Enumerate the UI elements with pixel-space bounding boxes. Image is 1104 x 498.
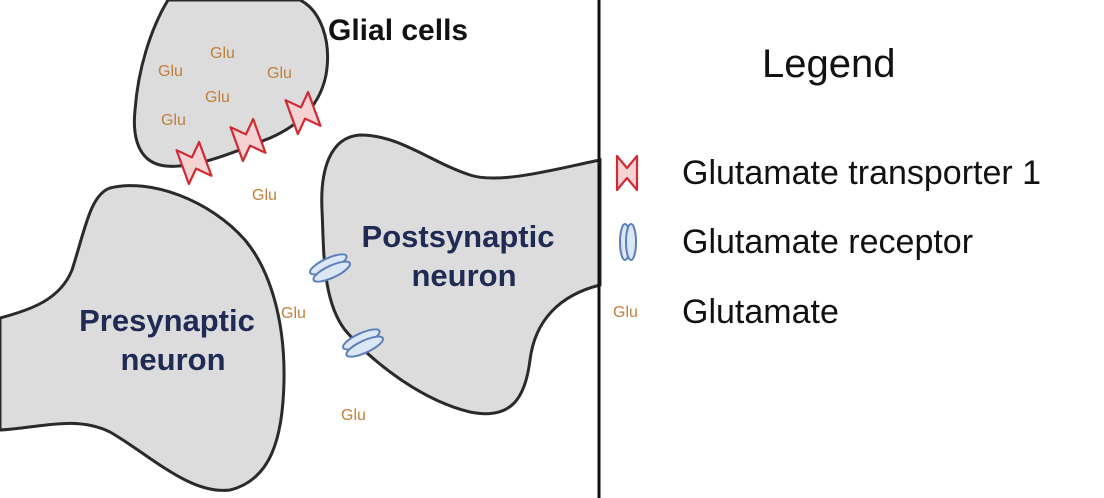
glutamate-label: Glu: [158, 63, 183, 80]
glutamate-label: Glu: [161, 112, 186, 129]
transporter-icon: [615, 154, 639, 192]
presynaptic-label-line1: Presynaptic: [79, 303, 255, 338]
presynaptic-neuron: [0, 184, 286, 492]
receptor-icon: [342, 328, 384, 358]
receptor-icon: [619, 223, 637, 261]
glutamate-label: Glu: [210, 45, 235, 62]
legend-item-transporter: Glutamate transporter 1: [615, 154, 1041, 192]
legend-label: Glutamate: [682, 293, 839, 331]
postsynaptic-label-line2: neuron: [411, 258, 516, 293]
glutamate-label: Glu: [281, 305, 306, 322]
postsynaptic-label-line1: Postsynaptic: [362, 219, 555, 254]
glutamate-label: Glu: [205, 89, 230, 106]
legend-item-glutamate: Glu Glutamate: [613, 293, 839, 331]
glial-cells-label: Glial cells: [328, 14, 468, 47]
legend: Legend Glutamate transporter 1 Glutamate…: [613, 42, 1041, 331]
glial-cell: [132, 0, 330, 168]
legend-item-receptor: Glutamate receptor: [619, 223, 973, 261]
legend-label: Glutamate transporter 1: [682, 154, 1041, 192]
transporter-icon: [284, 90, 322, 136]
glutamate-label: Glu: [341, 407, 366, 424]
legend-title: Legend: [762, 42, 895, 86]
glutamate-icon: Glu: [613, 304, 638, 321]
transporter-icon: [229, 117, 267, 163]
presynaptic-label-line2: neuron: [120, 342, 225, 377]
receptor-icon: [309, 253, 351, 283]
transporter-icon: [175, 140, 213, 186]
glutamate-label: Glu: [252, 187, 277, 204]
legend-label: Glutamate receptor: [682, 223, 973, 261]
glutamate-label: Glu: [267, 65, 292, 82]
